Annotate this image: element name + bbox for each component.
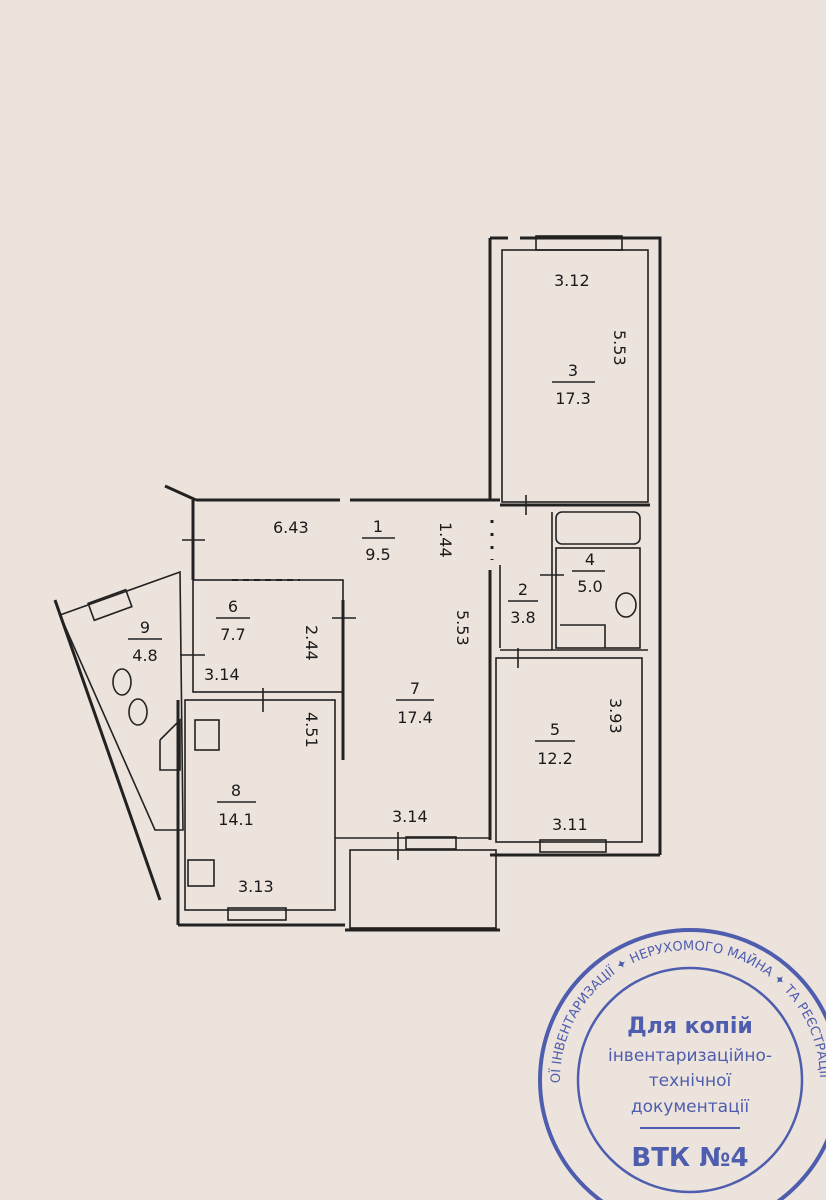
- shaft-room-9: [159, 718, 181, 771]
- room-2-area: 3.8: [510, 608, 535, 627]
- room-7-area: 17.4: [397, 708, 433, 727]
- dim-room1-length: 6.43: [273, 518, 309, 537]
- utility-box: [560, 624, 606, 648]
- wall-room9-outer: [53, 599, 162, 901]
- room-7-label: 7 17.4: [396, 679, 434, 727]
- stamp-inner-ring: [576, 966, 804, 1194]
- room-2-number: 2: [518, 580, 528, 599]
- walls: [53, 235, 662, 932]
- dim-room5-width: 3.11: [552, 815, 588, 834]
- sink-icon: [194, 719, 220, 751]
- toilet-icon-room-9: [112, 668, 132, 696]
- stamp-line-4: документації: [631, 1097, 749, 1117]
- room-9-number: 9: [140, 618, 150, 637]
- window-room-7: [405, 836, 457, 850]
- room-1-label: 1 9.5: [362, 517, 395, 564]
- stove-icon: [187, 859, 215, 887]
- room-5-area: 12.2: [537, 749, 573, 768]
- room-4-outline: [555, 547, 641, 649]
- dimensions: 3.12 5.53 6.43 1.44 5.53 3.14 2.44 4.51 …: [204, 271, 629, 896]
- stamp-outer-ring: [538, 928, 826, 1200]
- room-6-area: 7.7: [220, 625, 245, 644]
- stamp-line-3: технічної: [649, 1071, 732, 1091]
- room-4-number: 4: [585, 550, 595, 569]
- room-5-outline: [495, 657, 643, 843]
- bathtub-icon: [555, 511, 641, 545]
- dim-room5-length: 3.93: [606, 698, 625, 734]
- room-labels: 3 17.3 1 9.5 2 3.8 4 5.0 6 7.7 7 17.4: [128, 361, 605, 829]
- room-8-area: 14.1: [218, 810, 254, 829]
- room-1-area: 9.5: [365, 545, 390, 564]
- room-8-number: 8: [231, 781, 241, 800]
- dim-room3-width: 3.12: [554, 271, 590, 290]
- toilet-icon-room-9b: [128, 698, 148, 726]
- dim-room6-width: 3.14: [204, 665, 240, 684]
- room-8-outline: [184, 699, 336, 911]
- window-room-5: [539, 839, 607, 853]
- room-8-label: 8 14.1: [217, 781, 256, 829]
- stamp-line-5: ВТК №4: [631, 1143, 748, 1173]
- stamp-line-1: Для копій: [627, 1014, 753, 1039]
- dim-room8-length: 4.51: [302, 712, 321, 748]
- dim-room3-length: 5.53: [610, 330, 629, 366]
- room-3-area: 17.3: [555, 389, 591, 408]
- room-5-number: 5: [550, 720, 560, 739]
- room-9-outline: [58, 570, 184, 831]
- room-4-area: 5.0: [577, 577, 602, 596]
- room-7-number: 7: [410, 679, 420, 698]
- stamp-ring-text: УКРАЇНА ✦ КОМУНАЛЬНЕ ПІДПРИЄМСТВО ✦ БЮРО…: [0, 0, 826, 1083]
- room-5-label: 5 12.2: [535, 720, 575, 768]
- dim-room1-width: 1.44: [436, 522, 455, 558]
- stamp-line-2: інвентаризаційно-: [608, 1046, 772, 1066]
- room-6-label: 6 7.7: [216, 597, 250, 644]
- room-3-label: 3 17.3: [552, 361, 595, 408]
- washbasin-icon: [87, 588, 133, 622]
- room-4-label: 4 5.0: [572, 550, 605, 596]
- room-9-area: 4.8: [132, 646, 157, 665]
- dim-room8-width: 3.13: [238, 877, 274, 896]
- dim-room7-length: 5.53: [453, 610, 472, 646]
- outer-wall-right: [520, 236, 662, 855]
- room-6-number: 6: [228, 597, 238, 616]
- wall-corner: [164, 484, 197, 502]
- window-room-3: [535, 235, 623, 251]
- room-9-label: 9 4.8: [128, 618, 162, 665]
- window-room-8: [227, 907, 287, 921]
- toilet-icon: [615, 592, 637, 618]
- dim-room6-length: 2.44: [302, 625, 321, 661]
- balcony-outline: [349, 849, 497, 929]
- room-3-number: 3: [568, 361, 578, 380]
- dim-room7-width: 3.14: [392, 807, 428, 826]
- room-1-number: 1: [373, 517, 383, 536]
- room-2-label: 2 3.8: [508, 580, 538, 627]
